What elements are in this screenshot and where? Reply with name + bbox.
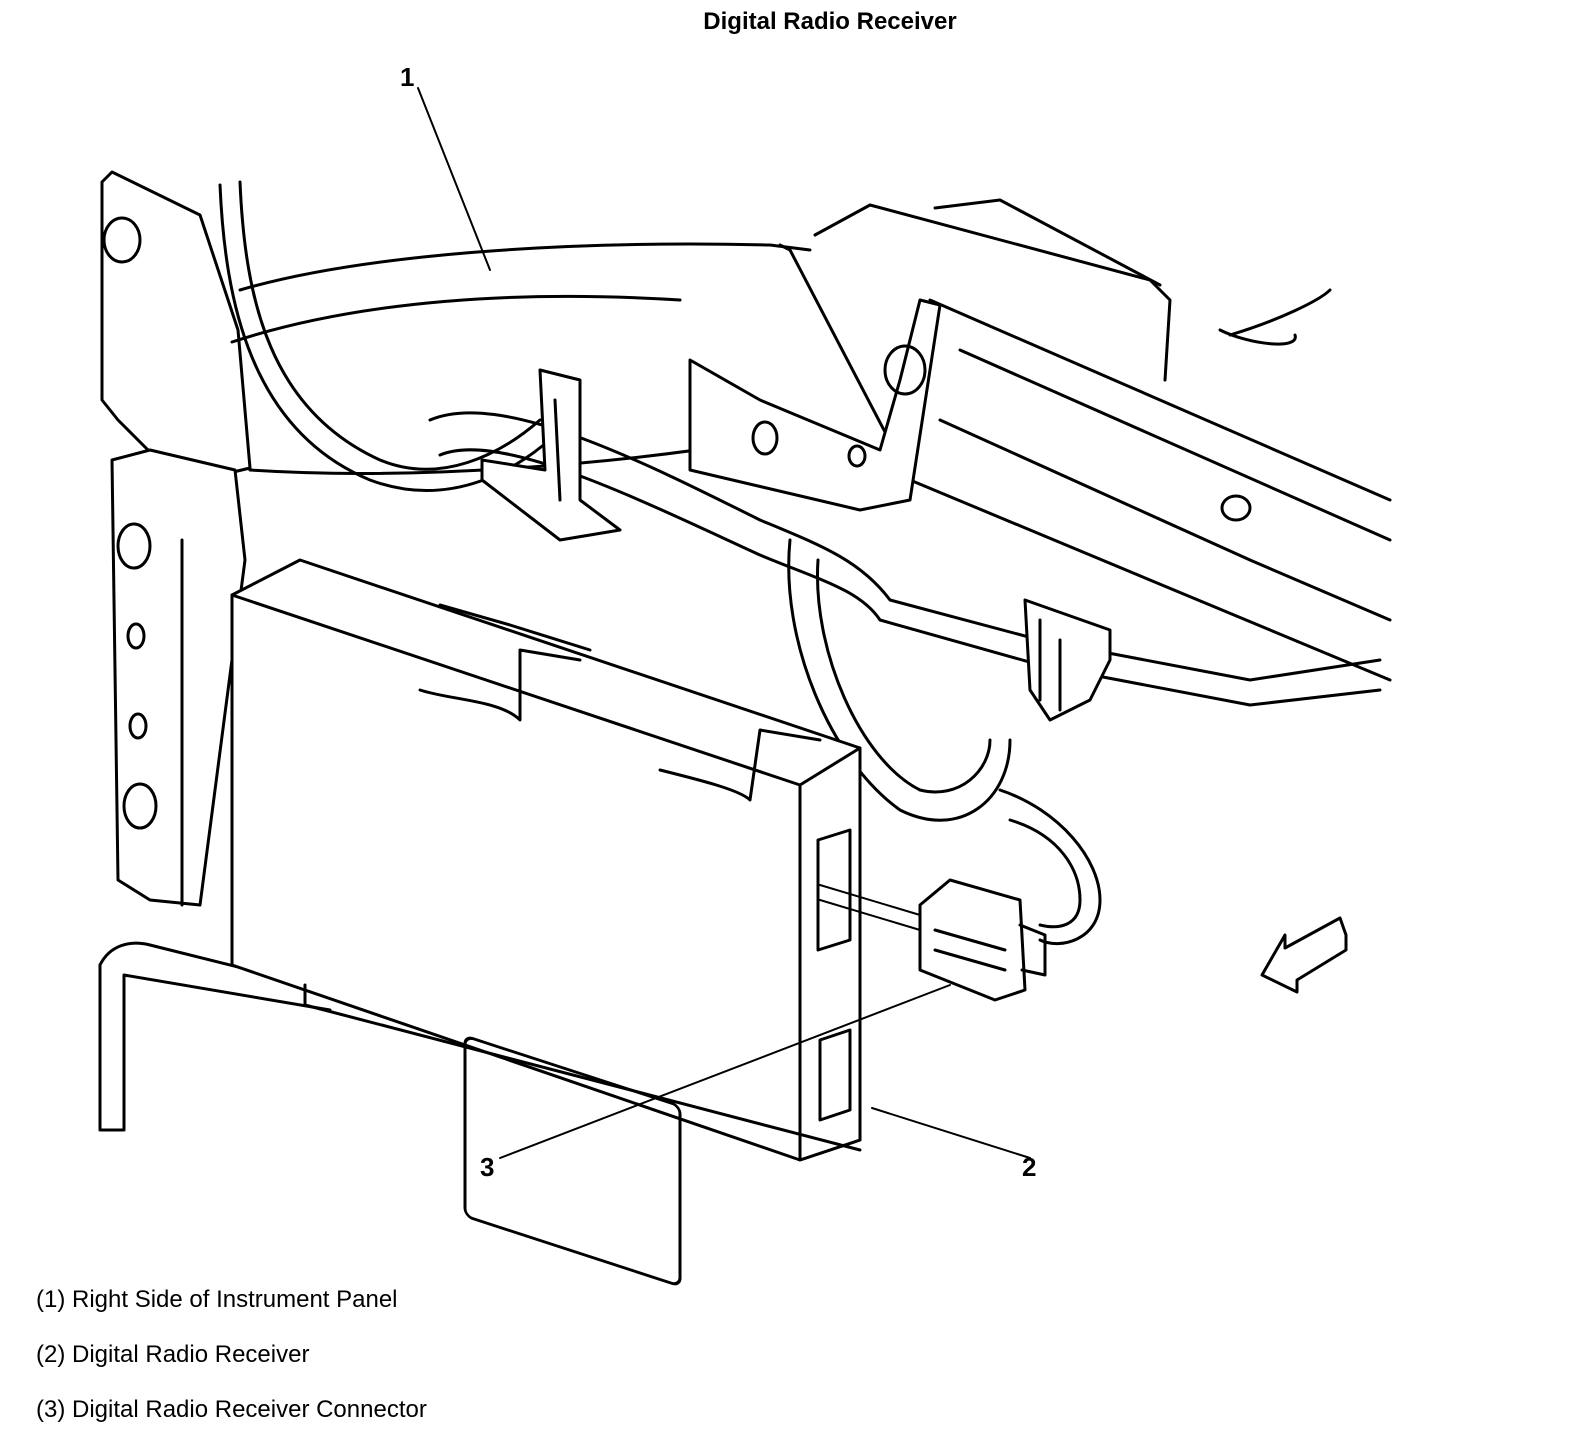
arrow-front-icon: [1260, 916, 1348, 994]
legend-list: (1) Right Side of Instrument Panel (2) D…: [36, 1282, 427, 1446]
legend-item: (3) Digital Radio Receiver Connector: [36, 1396, 427, 1423]
digital-radio-receiver-module: [230, 558, 862, 1286]
legend-item: (1) Right Side of Instrument Panel: [36, 1286, 398, 1313]
callout-3: 3: [480, 1152, 494, 1182]
mounting-bracket: [688, 298, 942, 512]
callout-2: 2: [1022, 1152, 1036, 1182]
callout-leaders: [417, 87, 1031, 1159]
instrument-panel-bracket: [100, 170, 252, 907]
diagram-title: Digital Radio Receiver: [703, 8, 957, 35]
legend-item: (2) Digital Radio Receiver: [36, 1341, 310, 1368]
harness-clip: [480, 368, 1112, 722]
callout-1: 1: [400, 62, 414, 92]
digital-radio-receiver-connector: [819, 878, 1047, 1002]
